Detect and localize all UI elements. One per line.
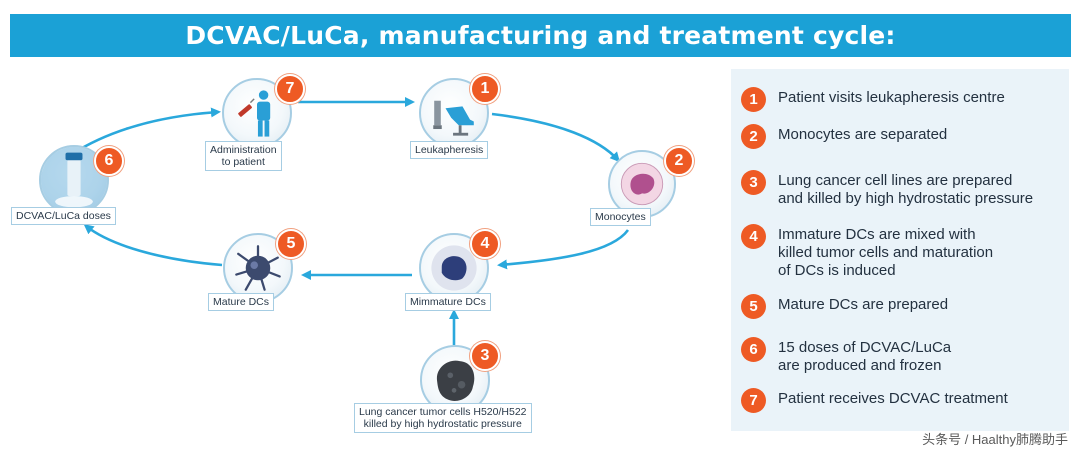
legend-item: 6 15 doses of DCVAC/LuCa are produced an… (741, 337, 951, 375)
node-1-label: Leukapheresis (410, 141, 489, 159)
legend-item: 3 Lung cancer cell lines are prepared an… (741, 170, 1033, 208)
node-6-label: DCVAC/LuCa doses (11, 207, 116, 225)
node-7-image (222, 78, 292, 148)
mature-dc-icon (235, 245, 281, 291)
legend-panel: 1 Patient visits leukapheresis centre 2 … (731, 69, 1069, 431)
node-5-label: Mature DCs (208, 293, 275, 311)
node-5-image (223, 233, 293, 303)
legend-text: Immature DCs are mixed with killed tumor… (778, 226, 994, 279)
tumor-cell-icon (436, 360, 475, 401)
legend-number-badge: 2 (741, 124, 766, 149)
legend-number-badge: 6 (741, 337, 766, 362)
node-6-badge: 6 (94, 146, 124, 176)
patient-syringe-icon (238, 90, 271, 137)
legend-item: 1 Patient visits leukapheresis centre (741, 87, 1005, 112)
legend-item: 7 Patient receives DCVAC treatment (741, 388, 1008, 413)
legend-number-badge: 7 (741, 388, 766, 413)
legend-text: Monocytes are separated (778, 126, 948, 143)
node-2-badge: 2 (664, 146, 694, 176)
legend-number-badge: 3 (741, 170, 766, 195)
node-5-badge: 5 (276, 229, 306, 259)
legend-text: Patient receives DCVAC treatment (778, 390, 1008, 407)
legend-text: Patient visits leukapheresis centre (778, 89, 1005, 106)
legend-text: Lung cancer cell lines are prepared and … (778, 172, 1034, 207)
node-2-label: Monocytes (590, 208, 651, 226)
node-4-label: Mimmature DCs (405, 293, 491, 311)
immature-dc-icon (431, 245, 477, 291)
legend-item: 2 Monocytes are separated (741, 124, 947, 149)
arrow-1-to-2 (491, 112, 621, 163)
legend-text: 15 doses of DCVAC/LuCa are produced and … (778, 339, 952, 374)
node-3-badge: 3 (470, 341, 500, 371)
node-3-label: Lung cancer tumor cells H520/H522 killed… (354, 403, 532, 433)
diagram-title: DCVAC/LuCa, manufacturing and treatment … (185, 21, 896, 50)
legend-item: 5 Mature DCs are prepared (741, 294, 948, 319)
node-7-badge: 7 (275, 74, 305, 104)
legend-item: 4 Immature DCs are mixed with killed tum… (741, 224, 993, 280)
watermark: 头条号 / Haalthy肺腾助手 (922, 432, 1068, 447)
arrow-2-to-4 (497, 229, 630, 270)
monocyte-cell-icon (620, 162, 664, 206)
title-bar: DCVAC/LuCa, manufacturing and treatment … (10, 14, 1071, 57)
legend-number-badge: 5 (741, 294, 766, 319)
arrow-5-to-6 (83, 224, 223, 267)
node-7-label: Administration to patient (205, 141, 282, 171)
node-1-badge: 1 (470, 74, 500, 104)
cycle-arrows (71, 97, 630, 345)
leukapheresis-chair-icon (433, 100, 474, 136)
legend-number-badge: 4 (741, 224, 766, 249)
legend-number-badge: 1 (741, 87, 766, 112)
legend-text: Mature DCs are prepared (778, 296, 949, 313)
node-4-badge: 4 (470, 229, 500, 259)
